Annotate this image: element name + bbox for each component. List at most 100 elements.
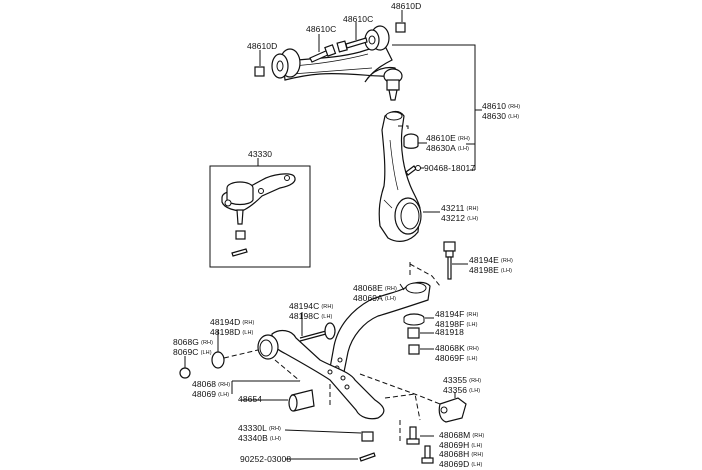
part-number: 48194D xyxy=(210,317,241,327)
bolt-48610C-right xyxy=(336,22,368,53)
callout-nut-481918: 481918 xyxy=(435,328,464,337)
strut-bar xyxy=(329,281,431,375)
callout-48610C-left: 48610C xyxy=(306,25,336,34)
part-number: 48068E xyxy=(353,283,383,293)
part-number: 43356 xyxy=(443,385,468,395)
side-tag: (LH) xyxy=(457,146,470,152)
side-tag: (RH) xyxy=(466,206,479,212)
callout-lower-bushing: 48654 xyxy=(238,395,262,404)
nut-481918 xyxy=(407,327,434,339)
callout-lower-bracket: 43355(RH) 43356(LH) xyxy=(443,376,481,396)
side-tag: (LH) xyxy=(466,322,478,328)
side-tag: (LH) xyxy=(471,443,483,449)
side-tag: (LH) xyxy=(471,462,483,468)
part-number: 43355 xyxy=(443,375,468,385)
callout-48610D-right: 48610D xyxy=(391,2,421,11)
part-number: 48610E xyxy=(426,133,456,143)
side-tag: (LH) xyxy=(467,216,479,222)
part-number: 48198D xyxy=(210,327,241,337)
part-number: 48198F xyxy=(435,319,465,329)
cam-bolt xyxy=(299,312,336,342)
part-number: 48194C xyxy=(289,301,320,311)
part-number: 48068 xyxy=(192,379,217,389)
side-tag: (RH) xyxy=(384,286,397,292)
part-number: 48194E xyxy=(469,255,499,265)
ball-joint-box xyxy=(209,158,311,268)
side-tag: (RH) xyxy=(471,452,484,458)
part-number: 48610C xyxy=(343,14,374,24)
upper-control-arm xyxy=(271,25,403,101)
callout-bracket-bolt-b: 48068H(RH) 48069D(LH) xyxy=(439,450,483,470)
side-tag: (LH) xyxy=(500,268,513,274)
part-number: 8068G xyxy=(173,337,200,347)
part-number: 48069 xyxy=(192,389,217,399)
side-tag: (LH) xyxy=(242,330,254,336)
callout-strut-bolt: 48194E(RH) 48198E(LH) xyxy=(469,256,513,276)
callout-cotter-pin: 90252-03008 xyxy=(240,455,291,464)
knuckle-bushing xyxy=(398,125,427,149)
part-number: 48630A xyxy=(426,143,456,153)
side-tag: (RH) xyxy=(457,136,470,142)
strut-bolt xyxy=(443,241,468,280)
part-number: 48068H xyxy=(439,449,470,459)
callout-upper-bushing: 48610E(RH) 48630A(LH) xyxy=(426,134,470,154)
callout-cam-plate-left: 48194D(RH) 48198D(LH) xyxy=(210,318,254,338)
part-number: 48069F xyxy=(435,353,465,363)
castle-nut xyxy=(284,429,374,442)
side-tag: (RH) xyxy=(242,320,255,326)
side-tag: (LH) xyxy=(200,350,212,356)
side-tag: (RH) xyxy=(469,378,482,384)
part-number: 48610 xyxy=(482,101,507,111)
callout-cam-nut: 8068G(RH) 8069C(LH) xyxy=(173,338,213,358)
cam-nut xyxy=(179,356,191,379)
cam-plate-right xyxy=(403,313,434,326)
side-tag: (LH) xyxy=(384,296,397,302)
part-number: 8069C xyxy=(173,347,199,357)
part-number: 48630 xyxy=(482,111,507,121)
side-tag: (RH) xyxy=(268,426,281,432)
side-tag: (RH) xyxy=(500,258,513,264)
side-tag: (RH) xyxy=(466,312,479,318)
part-number: 48610C xyxy=(306,24,337,34)
callout-nut-48068K: 48068K(RH) 48069F(LH) xyxy=(435,344,479,364)
side-tag: (LH) xyxy=(218,392,230,398)
part-number: 48194F xyxy=(435,309,465,319)
side-tag: (RH) xyxy=(466,346,479,352)
part-number: 48069D xyxy=(439,459,470,469)
side-tag: (RH) xyxy=(472,433,485,439)
nut-48068K xyxy=(408,344,434,355)
part-number: 48069H xyxy=(439,440,470,450)
callout-lower-arm: 48068(RH) 48069(LH) xyxy=(192,380,230,400)
cam-plate-left xyxy=(211,330,259,369)
callout-cam-plate-right: 48194F(RH) 48198F(LH) xyxy=(435,310,478,330)
part-number: 48068M xyxy=(439,430,471,440)
part-number: 48198E xyxy=(469,265,499,275)
callout-strut-bar: 48068E(RH) 48069A(LH) xyxy=(353,284,397,304)
part-number: 48610D xyxy=(247,41,278,51)
part-number: 43330L xyxy=(238,423,267,433)
side-tag: (RH) xyxy=(201,340,214,346)
side-tag: (LH) xyxy=(469,388,481,394)
part-number: 90252-03008 xyxy=(240,454,292,464)
side-tag: (LH) xyxy=(269,436,282,442)
nut-48610D-right xyxy=(395,22,406,33)
part-number: 48069A xyxy=(353,293,383,303)
side-tag: (LH) xyxy=(466,356,478,362)
part-number: 43212 xyxy=(441,213,466,223)
callout-knuckle: 43211(RH) 43212(LH) xyxy=(441,204,479,224)
side-tag: (RH) xyxy=(508,104,521,110)
side-tag: (RH) xyxy=(218,382,231,388)
bolt-48610C-left xyxy=(309,34,337,63)
side-tag: (LH) xyxy=(321,314,333,320)
part-number: 48068K xyxy=(435,343,465,353)
part-number: 90468-18017 xyxy=(424,163,476,173)
part-number: 48654 xyxy=(238,394,263,404)
lower-bracket xyxy=(438,392,467,423)
callout-cam-bolt: 48194C(RH) 48198C(LH) xyxy=(289,302,333,322)
bracket-bolt-a xyxy=(406,426,434,445)
callout-48610C-right: 48610C xyxy=(343,15,373,24)
callout-48610D-left: 48610D xyxy=(247,42,277,51)
lower-control-arm xyxy=(257,329,385,420)
grease-fitting xyxy=(405,165,424,176)
